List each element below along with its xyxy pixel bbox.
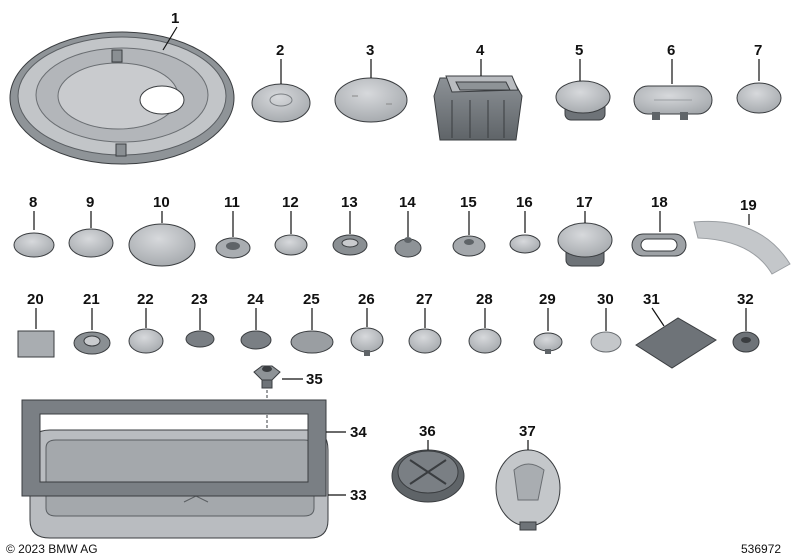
- part-number-18: 18: [651, 194, 668, 211]
- part-15-drawing: [452, 235, 486, 257]
- part-26-drawing: [350, 327, 384, 356]
- diagram-id: 536972: [741, 542, 781, 556]
- part-number-36: 36: [419, 423, 436, 440]
- part-31-drawing: [635, 317, 717, 369]
- part-23-drawing: [185, 330, 215, 348]
- part-number-10: 10: [153, 194, 170, 211]
- part-number-35: 35: [306, 371, 323, 388]
- part-18-drawing: [631, 233, 687, 257]
- part-number-27: 27: [416, 291, 433, 308]
- part-3-drawing: [334, 77, 408, 123]
- part-number-29: 29: [539, 291, 556, 308]
- part-number-2: 2: [276, 42, 284, 59]
- part-2-drawing: [251, 83, 311, 123]
- part-34-drawing: [21, 399, 327, 497]
- part-27-drawing: [408, 328, 442, 354]
- part-number-8: 8: [29, 194, 37, 211]
- part-number-7: 7: [754, 42, 762, 59]
- part-number-25: 25: [303, 291, 320, 308]
- part-number-30: 30: [597, 291, 614, 308]
- part-number-5: 5: [575, 42, 583, 59]
- part-6-drawing: [633, 85, 713, 120]
- part-32-drawing: [732, 331, 760, 353]
- part-number-32: 32: [737, 291, 754, 308]
- part-14-drawing: [394, 237, 422, 258]
- part-7-drawing: [736, 82, 782, 114]
- part-17-drawing: [557, 222, 613, 267]
- part-8-drawing: [13, 232, 55, 258]
- part-number-28: 28: [476, 291, 493, 308]
- part-12-drawing: [274, 234, 308, 256]
- copyright-notice: © 2023 BMW AG: [6, 542, 98, 556]
- part-number-33: 33: [350, 487, 367, 504]
- part-number-3: 3: [366, 42, 374, 59]
- part-13-drawing: [332, 234, 368, 256]
- part-21-drawing: [73, 331, 111, 355]
- part-5-drawing: [555, 80, 611, 121]
- part-number-34: 34: [350, 424, 367, 441]
- part-19-drawing: [693, 220, 791, 275]
- part-number-15: 15: [460, 194, 477, 211]
- part-number-1: 1: [171, 10, 179, 27]
- part-25-drawing: [290, 330, 334, 354]
- part-number-19: 19: [740, 197, 757, 214]
- part-37-drawing: [495, 449, 561, 531]
- part-number-17: 17: [576, 194, 593, 211]
- part-number-9: 9: [86, 194, 94, 211]
- part-number-6: 6: [667, 42, 675, 59]
- part-35-drawing: [253, 365, 281, 389]
- part-24-drawing: [240, 330, 272, 350]
- part-4-drawing: [433, 75, 523, 141]
- part-number-20: 20: [27, 291, 44, 308]
- part-number-26: 26: [358, 291, 375, 308]
- part-number-23: 23: [191, 291, 208, 308]
- part-16-drawing: [509, 234, 541, 254]
- part-number-31: 31: [643, 291, 660, 308]
- part-number-22: 22: [137, 291, 154, 308]
- part-36-drawing: [391, 449, 465, 503]
- part-29-drawing: [533, 332, 563, 354]
- part-30-drawing: [590, 331, 622, 353]
- part-28-drawing: [468, 328, 502, 354]
- part-1-drawing: [9, 31, 235, 165]
- part-number-11: 11: [224, 194, 240, 211]
- part-20-drawing: [17, 330, 55, 358]
- part-9-drawing: [68, 228, 114, 258]
- part-number-4: 4: [476, 42, 485, 59]
- part-number-37: 37: [519, 423, 536, 440]
- part-number-16: 16: [516, 194, 533, 211]
- part-10-drawing: [128, 223, 196, 267]
- part-number-24: 24: [247, 291, 264, 308]
- part-number-21: 21: [83, 291, 100, 308]
- part-number-12: 12: [282, 194, 299, 211]
- part-number-14: 14: [399, 194, 416, 211]
- part-number-13: 13: [341, 194, 358, 211]
- part-22-drawing: [128, 328, 164, 354]
- part-11-drawing: [215, 237, 251, 259]
